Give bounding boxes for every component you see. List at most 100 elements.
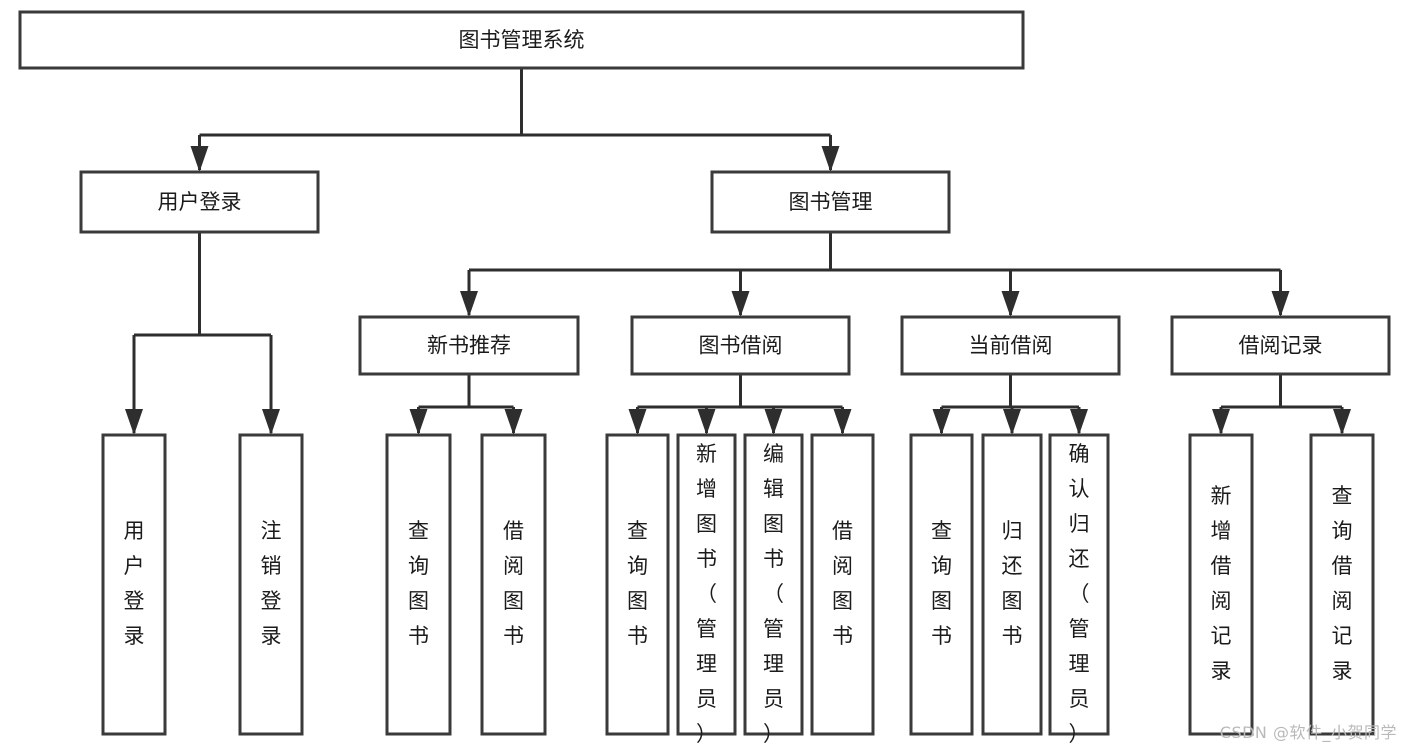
svg-text:阅: 阅	[1211, 589, 1232, 613]
svg-text:管: 管	[696, 617, 717, 641]
svg-text:归: 归	[1002, 519, 1023, 543]
svg-text:询: 询	[408, 554, 429, 578]
svg-text:借: 借	[503, 519, 524, 543]
svg-text:书: 书	[931, 624, 952, 648]
svg-text:员: 员	[763, 687, 784, 711]
node-图书管理-l2[interactable]	[710, 170, 951, 234]
arrow-head-icon	[821, 146, 840, 172]
svg-text:记: 记	[1211, 624, 1232, 648]
node-新增图书管理员-leaf-5[interactable]	[676, 433, 737, 736]
svg-text:查: 查	[408, 519, 429, 543]
node-图书借阅-l3[interactable]	[630, 315, 851, 376]
node-确认归还管理员-leaf-10[interactable]	[1048, 433, 1110, 736]
svg-text:查: 查	[627, 519, 648, 543]
arrow-head-icon	[262, 409, 280, 435]
node-归还图书-leaf-9[interactable]	[981, 433, 1043, 736]
node-借阅图书-leaf-7[interactable]	[810, 433, 875, 736]
svg-text:用: 用	[124, 519, 145, 543]
svg-text:理: 理	[696, 652, 717, 676]
svg-text:辑: 辑	[763, 477, 784, 501]
node-用户登录-l2[interactable]	[79, 170, 320, 234]
svg-text:阅: 阅	[1332, 589, 1353, 613]
arrow-head-icon	[1333, 409, 1351, 435]
svg-text:图: 图	[696, 512, 717, 536]
svg-text:管: 管	[1069, 617, 1090, 641]
svg-text:书: 书	[627, 624, 648, 648]
svg-text:还: 还	[1002, 554, 1023, 578]
arrow-head-icon	[697, 409, 716, 435]
arrow-head-icon	[1212, 409, 1230, 435]
svg-text:）: ）	[763, 722, 784, 746]
node-查询图书-leaf-4[interactable]	[605, 433, 670, 736]
svg-text:）: ）	[696, 722, 717, 746]
svg-text:新: 新	[1211, 484, 1232, 508]
svg-text:录: 录	[261, 624, 282, 648]
svg-text:查: 查	[1332, 484, 1353, 508]
svg-text:（: （	[696, 582, 717, 606]
node-layer: 图书管理系统用户登录图书管理新书推荐图书借阅当前借阅借阅记录用户登录注销登录查询…	[18, 10, 1391, 746]
svg-text:）: ）	[1069, 722, 1090, 746]
svg-text:询: 询	[627, 554, 648, 578]
svg-text:借: 借	[1211, 554, 1232, 578]
svg-text:记: 记	[1332, 624, 1353, 648]
node-新书推荐-l3[interactable]	[358, 315, 580, 376]
node-查询图书-leaf-2[interactable]	[385, 433, 452, 736]
svg-text:录: 录	[1211, 659, 1232, 683]
node-借阅图书-leaf-3[interactable]	[480, 433, 547, 736]
node-root-system-label: 图书管理系统	[459, 28, 585, 52]
arrow-head-icon	[1001, 291, 1020, 317]
node-用户登录-l2-label: 用户登录	[158, 190, 242, 214]
node-当前借阅-l3-label: 当前借阅	[969, 334, 1053, 358]
node-借阅记录-l3[interactable]	[1170, 315, 1391, 376]
arrow-head-icon	[1070, 409, 1088, 435]
node-编辑图书管理员-leaf-6[interactable]	[743, 433, 804, 736]
node-图书借阅-l3-label: 图书借阅	[699, 334, 783, 358]
svg-text:询: 询	[931, 554, 952, 578]
arrow-head-icon	[1003, 409, 1021, 435]
node-图书管理-l2-label: 图书管理	[789, 190, 873, 214]
svg-text:询: 询	[1332, 519, 1353, 543]
svg-text:员: 员	[1069, 687, 1090, 711]
node-新书推荐-l3-label: 新书推荐	[427, 334, 511, 358]
svg-text:理: 理	[763, 652, 784, 676]
node-当前借阅-l3[interactable]	[900, 315, 1121, 376]
node-查询图书-leaf-8[interactable]	[909, 433, 974, 736]
svg-text:书: 书	[408, 624, 429, 648]
svg-text:阅: 阅	[832, 554, 853, 578]
node-root-system[interactable]	[18, 10, 1025, 70]
svg-text:（: （	[1069, 582, 1090, 606]
svg-text:理: 理	[1069, 652, 1090, 676]
svg-text:查: 查	[931, 519, 952, 543]
node-注销登录-leaf-1[interactable]	[238, 433, 304, 736]
node-新增借阅记录-leaf-11[interactable]	[1188, 433, 1254, 736]
svg-text:书: 书	[1002, 624, 1023, 648]
svg-text:增: 增	[1211, 519, 1232, 543]
svg-text:（: （	[763, 582, 784, 606]
svg-text:录: 录	[1332, 659, 1353, 683]
svg-text:借: 借	[832, 519, 853, 543]
node-用户登录-leaf-0[interactable]	[101, 433, 167, 736]
svg-text:阅: 阅	[503, 554, 524, 578]
svg-text:图: 图	[931, 589, 952, 613]
arrow-head-icon	[190, 146, 209, 172]
svg-text:销: 销	[261, 554, 282, 578]
svg-text:注: 注	[261, 519, 282, 543]
node-查询借阅记录-leaf-12[interactable]	[1309, 433, 1375, 736]
svg-text:认: 认	[1069, 477, 1090, 501]
svg-text:图: 图	[832, 589, 853, 613]
svg-text:登: 登	[261, 589, 282, 613]
arrow-head-icon	[460, 291, 478, 317]
connector-layer	[125, 68, 1351, 435]
svg-text:图: 图	[503, 589, 524, 613]
arrow-head-icon	[628, 409, 647, 435]
svg-text:书: 书	[832, 624, 853, 648]
svg-text:员: 员	[696, 687, 717, 711]
